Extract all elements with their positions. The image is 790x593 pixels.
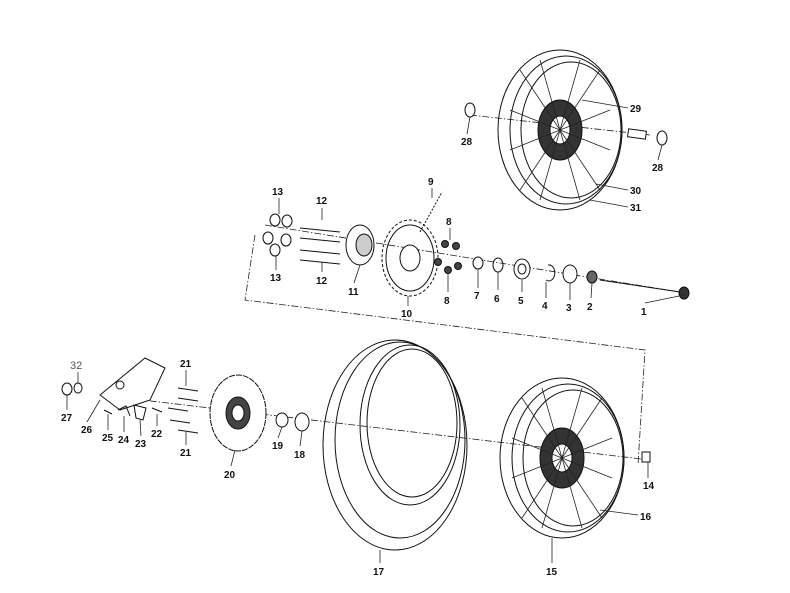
seal-3 xyxy=(562,264,578,284)
caliper-bracket-26 xyxy=(99,357,166,411)
seal-18 xyxy=(294,412,310,432)
circlip-4 xyxy=(545,264,556,282)
studs-12-lower xyxy=(299,249,341,265)
bolts-21-lower xyxy=(169,419,199,434)
callout-24: 24 xyxy=(118,435,130,446)
tire xyxy=(322,339,468,551)
callout-31: 31 xyxy=(630,203,642,214)
callout-23: 23 xyxy=(135,439,147,450)
pin-24 xyxy=(117,405,131,417)
washer-27 xyxy=(61,382,73,396)
callout-10: 10 xyxy=(401,309,413,320)
sprocket-10 xyxy=(381,219,439,297)
washer-28-right xyxy=(656,130,668,146)
brake-disc-20 xyxy=(209,374,267,452)
callout-13-lower: 13 xyxy=(270,273,282,284)
bracket-23 xyxy=(133,404,147,421)
callout-labels: 1 2 3 4 5 6 7 8 8 9 10 11 12 12 13 13 14… xyxy=(61,104,664,578)
spacer-7 xyxy=(472,256,484,270)
sprocket-carrier-11 xyxy=(345,224,375,266)
bolt-25 xyxy=(103,409,113,415)
callout-15: 15 xyxy=(546,567,558,578)
bolts-21-upper xyxy=(167,387,199,412)
callout-28-left: 28 xyxy=(461,137,473,148)
nut-32 xyxy=(73,382,83,394)
screw-22 xyxy=(151,407,163,413)
callout-20: 20 xyxy=(224,470,236,481)
callout-6: 6 xyxy=(494,294,500,305)
callout-30: 30 xyxy=(630,186,642,197)
callout-3: 3 xyxy=(566,303,572,314)
callout-8-lower: 8 xyxy=(444,296,450,307)
callout-2: 2 xyxy=(587,302,593,313)
spacer-19 xyxy=(275,412,289,428)
callout-27: 27 xyxy=(61,413,73,424)
chain-segment-9 xyxy=(419,191,443,233)
callout-12-upper: 12 xyxy=(316,196,328,207)
nuts-8-upper xyxy=(441,240,460,250)
callout-28-right: 28 xyxy=(652,163,664,174)
studs-12-upper xyxy=(299,227,341,243)
dampers-13-lower xyxy=(262,231,292,257)
callout-9: 9 xyxy=(428,177,434,188)
nuts-8-lower xyxy=(434,258,462,274)
callout-14: 14 xyxy=(643,481,655,492)
callout-29: 29 xyxy=(630,104,642,115)
rear-axle-1 xyxy=(599,279,690,300)
callout-22: 22 xyxy=(151,429,163,440)
callout-19: 19 xyxy=(272,441,284,452)
callout-32: 32 xyxy=(70,360,82,372)
callout-4: 4 xyxy=(542,301,548,312)
callout-1: 1 xyxy=(641,307,647,318)
callout-8-upper: 8 xyxy=(446,217,452,228)
callout-16: 16 xyxy=(640,512,652,523)
leader-lines xyxy=(66,99,685,563)
callout-17: 17 xyxy=(373,567,385,578)
callout-21-upper: 21 xyxy=(180,359,192,370)
callout-13-upper: 13 xyxy=(272,187,284,198)
assembly-lines xyxy=(99,114,681,466)
rear-wheel-upper xyxy=(497,49,648,211)
callout-12-lower: 12 xyxy=(316,276,328,287)
callout-7: 7 xyxy=(474,291,480,302)
washer-28-left xyxy=(464,102,476,118)
callout-26: 26 xyxy=(81,425,93,436)
bearing-5 xyxy=(513,258,531,280)
callout-5: 5 xyxy=(518,296,524,307)
dampers-13-upper xyxy=(269,213,293,228)
front-wheel-lower xyxy=(499,377,651,539)
callout-21-lower: 21 xyxy=(180,448,192,459)
callout-25: 25 xyxy=(102,433,114,444)
callout-11: 11 xyxy=(348,287,359,298)
callout-18: 18 xyxy=(294,450,306,461)
o-ring-6 xyxy=(492,257,504,273)
nut-2 xyxy=(586,270,598,284)
